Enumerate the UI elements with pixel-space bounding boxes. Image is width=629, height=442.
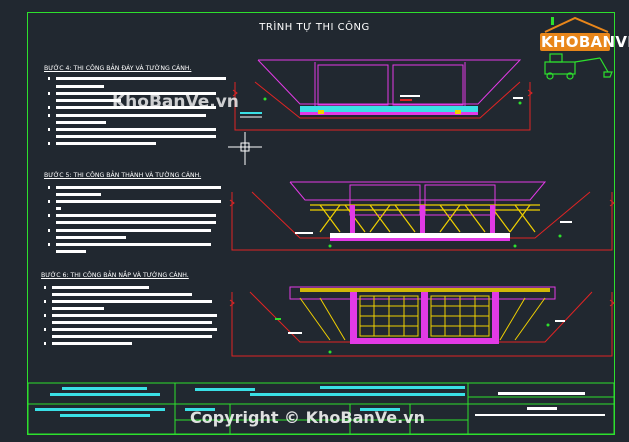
title-block <box>27 382 615 435</box>
logo-text: KHOBANVE <box>541 33 629 51</box>
step-5-notes <box>48 186 221 253</box>
copyright-watermark: Copyright © KhoBanVe.vn <box>190 408 426 427</box>
step-4-notes <box>48 77 226 145</box>
drawing-title: TRÌNH TỰ THI CÔNG <box>259 22 370 33</box>
step-6-section <box>229 286 615 357</box>
step-5-label: BƯỚC 5: THI CÔNG BẢN THÀNH VÀ TƯỜNG CÁNH… <box>44 172 202 179</box>
cad-crosshair <box>228 132 262 165</box>
watermark: KhoBanVe.vn <box>112 92 239 112</box>
excavator-icon <box>544 53 613 80</box>
step-6-label: BƯỚC 6: THI CÔNG BẢN NẮP VÀ TƯỜNG CÁNH. <box>41 272 189 279</box>
step-5-section <box>229 181 615 251</box>
step-4-section <box>232 59 533 131</box>
step-4-label: BƯỚC 4: THI CÔNG BẢN ĐÁY VÀ TƯỜNG CÁNH. <box>44 65 192 72</box>
step-6-notes <box>44 286 217 345</box>
logo <box>540 16 610 51</box>
